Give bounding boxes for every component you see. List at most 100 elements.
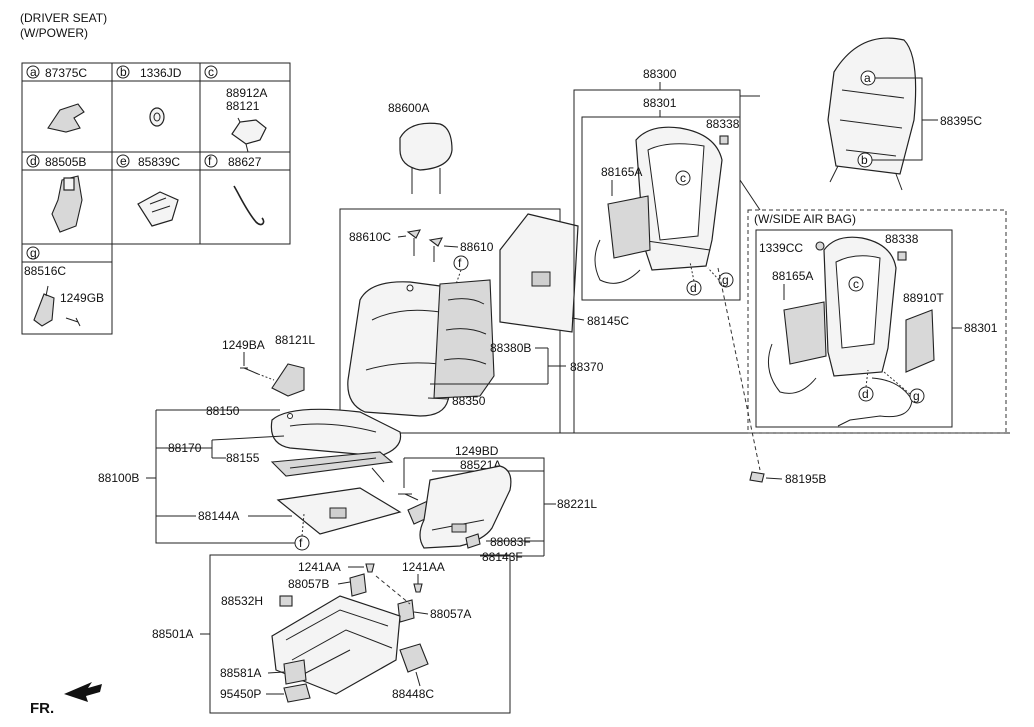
callout-f-bottom: f <box>299 536 303 550</box>
legend-letter-a: a <box>30 65 37 79</box>
label-88144a: 88144A <box>198 509 239 523</box>
legend-table: a 87375C b 1336JD c 88912A 88121 d 88505… <box>21 62 291 335</box>
legend-cell-e: e 85839C <box>116 154 180 227</box>
legend-part-e: 85839C <box>138 155 180 169</box>
legend-letter-c: c <box>208 65 214 79</box>
label-88170: 88170 <box>168 441 202 455</box>
label-1241aa-right: 1241AA <box>402 560 445 574</box>
label-1339cc: 1339CC <box>759 241 803 255</box>
label-88301-top: 88301 <box>643 96 677 110</box>
bolt-1249gb-icon <box>65 317 81 327</box>
label-88581a: 88581A <box>220 666 261 680</box>
fr-label: FR. <box>30 700 54 717</box>
legend-letter-d: d <box>30 154 37 168</box>
guide-88610c: 88610C <box>349 229 421 256</box>
headrest-88600a: 88600A <box>388 101 453 194</box>
label-88338-top: 88338 <box>706 117 740 131</box>
label-88350: 88350 <box>452 394 486 408</box>
bracket-88057a <box>397 599 415 623</box>
legend-letter-f: f <box>208 154 212 168</box>
cap-88532h <box>279 595 293 607</box>
label-1241aa-left: 1241AA <box>298 560 341 574</box>
legend-part-d: 88505B <box>45 155 86 169</box>
label-88532h: 88532H <box>221 594 263 608</box>
label-88100b: 88100B <box>98 471 139 485</box>
grommet-1336jd-icon <box>149 107 165 127</box>
callout-g-ab: g <box>913 389 920 403</box>
label-88083f: 88083F <box>490 535 531 549</box>
front-direction-indicator: FR. <box>30 682 102 717</box>
legend-part-a: 87375C <box>45 66 87 80</box>
legend-cell-d: d 88505B <box>26 154 86 233</box>
legend-part-b: 1336JD <box>140 66 182 80</box>
label-88150: 88150 <box>206 404 240 418</box>
callout-c-ab: c <box>853 277 859 291</box>
frame-box-88301 <box>581 116 741 301</box>
clip-87375c-icon <box>47 103 85 133</box>
label-88338-ab: 88338 <box>885 232 919 246</box>
label-88300: 88300 <box>643 67 677 81</box>
legend-cell-c: c 88912A 88121 <box>204 65 267 153</box>
wire-88627-icon <box>233 185 265 226</box>
label-88145c: 88145C <box>587 314 629 328</box>
legend-cell-g: g 88516C 1249GB <box>24 246 104 327</box>
legend-part-c-2: 88121 <box>226 99 260 113</box>
callout-g-top: g <box>722 273 729 287</box>
legend-letter-e: e <box>120 154 127 168</box>
bracket-88516c-icon <box>33 293 55 327</box>
side-cover-88121l: 88121L 1249BA <box>222 333 315 397</box>
legend-cell-f: f 88627 <box>204 154 265 226</box>
callout-f-top: f <box>458 256 462 270</box>
label-88910t: 88910T <box>903 291 944 305</box>
label-88610: 88610 <box>460 240 494 254</box>
label-88165a-top: 88165A <box>601 165 642 179</box>
label-88057b: 88057B <box>288 577 329 591</box>
bracket-88057b <box>349 573 367 597</box>
label-88501a: 88501A <box>152 627 193 641</box>
label-88448c: 88448C <box>392 687 434 701</box>
airbag-title: (W/SIDE AIR BAG) <box>754 212 856 226</box>
module-95450p <box>283 683 311 703</box>
label-88057a: 88057A <box>430 607 471 621</box>
label-88395c: 88395C <box>940 114 982 128</box>
callout-c-top: c <box>680 171 686 185</box>
callout-d-ab: d <box>862 387 869 401</box>
label-88165a-ab: 88165A <box>772 269 813 283</box>
airbag-variant-box <box>747 209 1007 434</box>
label-1249ba: 1249BA <box>222 338 265 352</box>
label-88301-ab: 88301 <box>964 321 998 335</box>
motor-88581a <box>283 659 307 685</box>
legend-letter-b: b <box>120 65 127 79</box>
seat-cushion-cover-88150 <box>270 408 402 457</box>
back-board-88395c <box>827 37 917 175</box>
legend-part-g-2: 1249GB <box>60 291 104 305</box>
legend-part-c-1: 88912A <box>226 86 267 100</box>
legend-letter-g: g <box>30 246 37 260</box>
label-88143f: 88143F <box>482 550 523 564</box>
guide-88610: 88610 <box>428 237 494 262</box>
clip-88912a-icon <box>231 119 267 145</box>
heater-mat-88155 <box>270 451 394 477</box>
label-88195b: 88195B <box>785 472 826 486</box>
legend-part-f: 88627 <box>228 155 262 169</box>
label-88155: 88155 <box>226 451 260 465</box>
header-line-2: (W/POWER) <box>20 26 88 40</box>
legend-cell-b: b 1336JD <box>116 65 182 127</box>
callout-d-top: d <box>690 281 697 295</box>
switch-85839c-icon <box>137 191 179 227</box>
label-88121l: 88121L <box>275 333 315 347</box>
front-arrow-icon <box>64 682 102 702</box>
label-95450p: 95450P <box>220 687 261 701</box>
label-88221l: 88221L <box>557 497 597 511</box>
header-line-1: (DRIVER SEAT) <box>20 11 107 25</box>
motor-88448c <box>399 643 429 673</box>
label-88610c: 88610C <box>349 230 391 244</box>
label-1249bd: 1249BD <box>455 444 499 458</box>
legend-cell-a: a 87375C <box>26 65 87 133</box>
callout-a: a <box>864 71 871 85</box>
legend-part-g-1: 88516C <box>24 264 66 278</box>
callout-b: b <box>861 153 868 167</box>
airbag-module-88910t <box>905 309 935 373</box>
label-88600a: 88600A <box>388 101 429 115</box>
